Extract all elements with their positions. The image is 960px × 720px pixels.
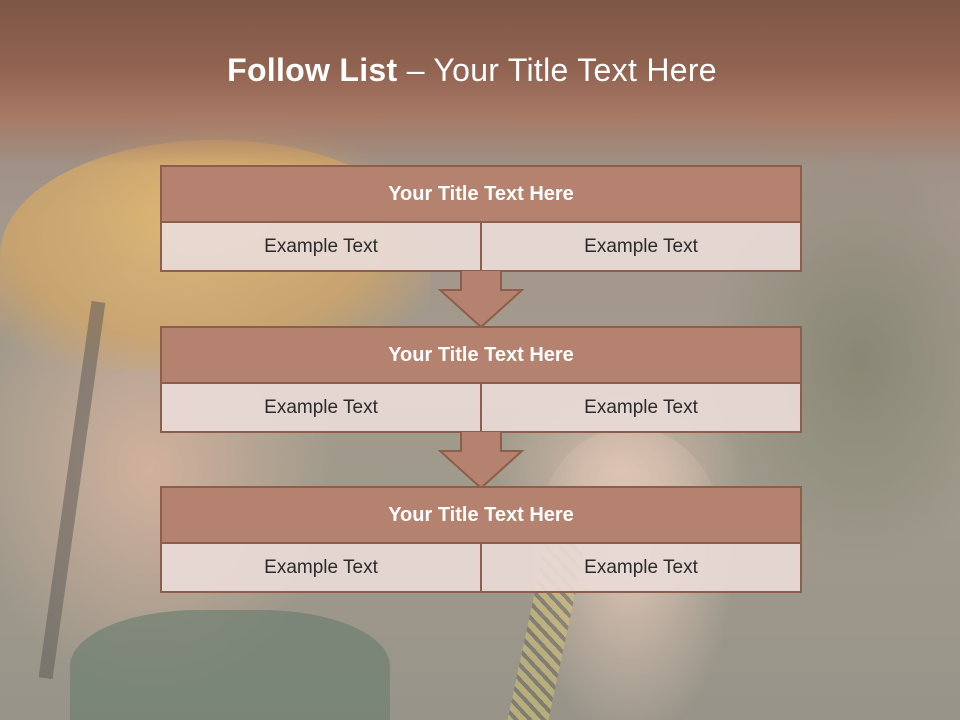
block-cell-right: Example Text <box>480 544 802 593</box>
block-title: Your Title Text Here <box>160 326 802 384</box>
block-row: Example Text Example Text <box>160 544 802 593</box>
title-band <box>0 0 960 165</box>
block-title: Your Title Text Here <box>160 165 802 223</box>
shirt-shape <box>70 610 390 720</box>
block-row: Example Text Example Text <box>160 384 802 433</box>
list-block-1: Your Title Text Here Example Text Exampl… <box>160 165 802 272</box>
slide-title: Follow List – Your Title Text Here <box>0 52 944 89</box>
block-cell-left: Example Text <box>160 384 482 433</box>
block-cell-left: Example Text <box>160 223 482 272</box>
block-cell-left: Example Text <box>160 544 482 593</box>
down-arrow-icon <box>438 431 524 489</box>
block-title: Your Title Text Here <box>160 486 802 544</box>
block-cell-right: Example Text <box>480 223 802 272</box>
slide-title-bold: Follow List <box>227 52 407 88</box>
list-block-3: Your Title Text Here Example Text Exampl… <box>160 486 802 593</box>
list-block-2: Your Title Text Here Example Text Exampl… <box>160 326 802 433</box>
slide-title-rest: – Your Title Text Here <box>406 52 717 88</box>
down-arrow-icon <box>438 270 524 328</box>
block-cell-right: Example Text <box>480 384 802 433</box>
block-row: Example Text Example Text <box>160 223 802 272</box>
